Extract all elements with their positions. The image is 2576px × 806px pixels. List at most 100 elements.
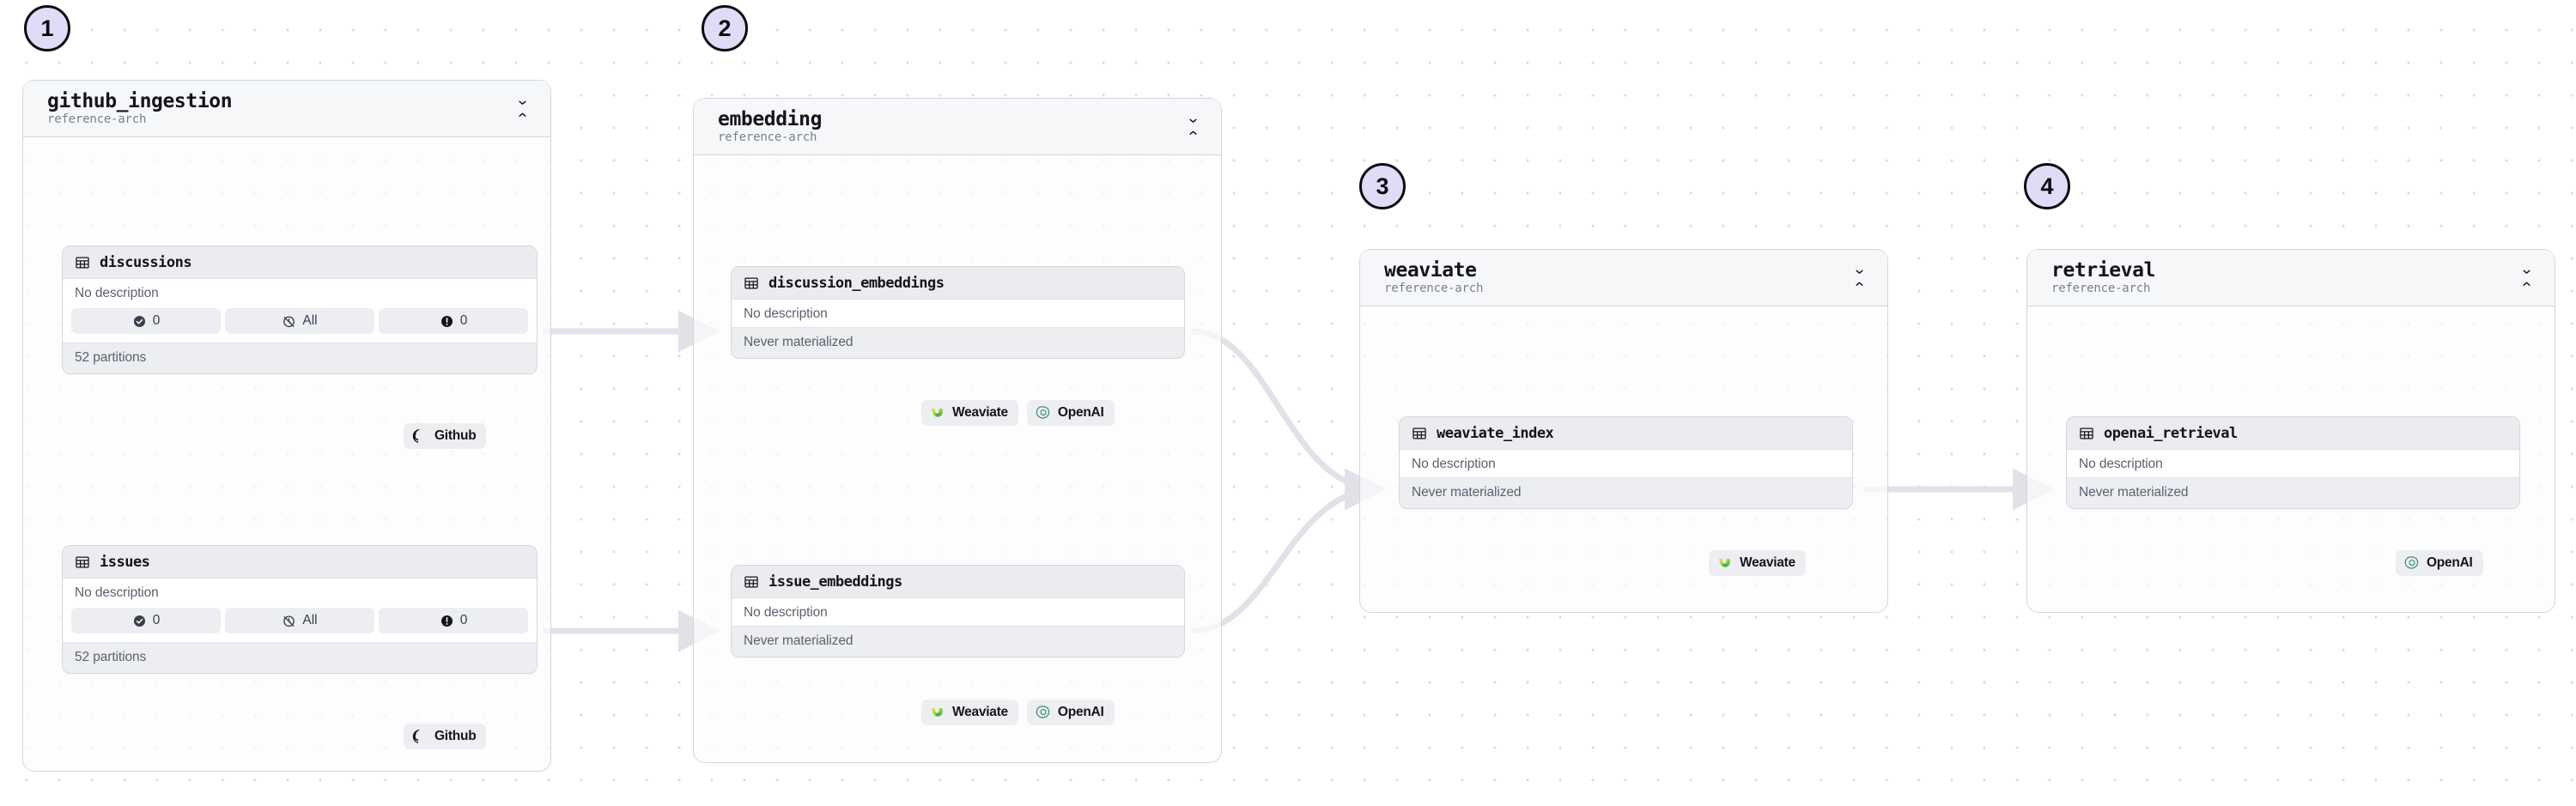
asset-header[interactable]: openai_retrieval (2067, 417, 2519, 450)
table-icon (76, 556, 89, 568)
github-icon (412, 428, 420, 443)
integration-tag-label: OpenAI (1057, 705, 1104, 719)
check-circle-icon (133, 615, 145, 627)
integration-tag-label: Weaviate (952, 705, 1008, 719)
asset-status-row: 0 All 0 (63, 306, 537, 342)
github-icon (412, 729, 420, 743)
openai-icon (2404, 556, 2419, 569)
asset-footer: Never materialized (732, 626, 1184, 657)
chevron-collapse-icon[interactable] (1850, 267, 1868, 289)
asset-footer: 52 partitions (63, 642, 537, 673)
group-subtitle: reference-arch (1384, 281, 1484, 295)
integration-tag-github[interactable]: Github (404, 724, 487, 749)
asset-footer: Never materialized (2067, 477, 2519, 508)
status-chip-label: All (302, 313, 318, 328)
step-badge-1: 1 (24, 5, 70, 52)
chevron-up-icon (518, 112, 526, 117)
asset-status-row: 0 All 0 (63, 606, 537, 642)
group-subtitle: reference-arch (47, 112, 147, 126)
chevron-collapse-icon[interactable] (1183, 116, 1202, 138)
group-name: retrieval (2051, 258, 2156, 282)
group-name: weaviate (1384, 258, 1477, 282)
asset-footer: Never materialized (732, 327, 1184, 358)
chevron-collapse-icon[interactable] (2517, 267, 2536, 289)
integration-tag-weaviate[interactable]: Weaviate (1709, 550, 1806, 576)
chevron-up-icon (1855, 282, 1863, 286)
status-chip-freshness-off[interactable]: All (225, 308, 374, 334)
group-name: embedding (718, 107, 823, 130)
status-chip-label: 0 (459, 313, 468, 328)
status-chip-check-circle[interactable]: 0 (71, 308, 221, 334)
step-badge-3: 3 (1359, 163, 1406, 209)
tag-row-discussion-embeddings-tags: Weaviate OpenAI (921, 400, 1115, 426)
integration-tag-openai[interactable]: OpenAI (2396, 550, 2483, 576)
status-chip-label: 0 (152, 613, 161, 627)
asset-description: No description (63, 279, 537, 306)
status-chip-alert-circle[interactable]: 0 (379, 308, 528, 334)
integration-tag-weaviate[interactable]: Weaviate (921, 400, 1018, 426)
asset-header[interactable]: issue_embeddings (732, 566, 1184, 598)
integration-tag-label: Weaviate (952, 405, 1008, 420)
freshness-off-icon (283, 315, 295, 327)
asset-description: No description (63, 579, 537, 606)
status-chip-check-circle[interactable]: 0 (71, 608, 221, 633)
weaviate-icon (931, 708, 943, 717)
asset-title: weaviate_index (1437, 425, 1554, 442)
table-icon (744, 576, 758, 588)
integration-tag-github[interactable]: Github (404, 423, 487, 449)
asset-header[interactable]: discussions (63, 246, 537, 279)
chevron-down-icon (1855, 270, 1863, 274)
group-subtitle: reference-arch (718, 130, 817, 144)
table-icon (2080, 427, 2093, 439)
integration-tag-openai[interactable]: OpenAI (1026, 700, 1115, 725)
status-chip-alert-circle[interactable]: 0 (379, 608, 528, 633)
chevron-down-icon (518, 100, 526, 105)
status-chip-label: 0 (152, 313, 161, 328)
chevron-collapse-icon[interactable] (513, 98, 532, 120)
integration-tag-openai[interactable]: OpenAI (1026, 400, 1115, 426)
integration-tag-label: OpenAI (2427, 555, 2473, 570)
alert-circle-icon (440, 315, 453, 327)
asset-description: No description (732, 300, 1184, 327)
status-chip-label: 0 (459, 613, 468, 627)
status-chip-freshness-off[interactable]: All (225, 608, 374, 633)
table-icon (76, 257, 89, 269)
integration-tag-label: OpenAI (1057, 405, 1104, 420)
asset-title: openai_retrieval (2104, 425, 2238, 442)
weaviate-icon (1718, 559, 1730, 567)
tag-row-issues-tags: Github (404, 724, 487, 749)
step-badge-2: 2 (702, 5, 748, 52)
group-body-embedding (694, 155, 1221, 764)
table-icon (1413, 427, 1426, 439)
integration-tag-weaviate[interactable]: Weaviate (921, 700, 1018, 725)
table-icon (744, 277, 758, 289)
asset-header[interactable]: issues (63, 546, 537, 579)
tag-row-openai-retrieval-tags: OpenAI (2396, 550, 2483, 576)
tag-row-weaviate-index-tags: Weaviate (1709, 550, 1806, 576)
asset-description: No description (732, 598, 1184, 626)
integration-tag-label: Github (434, 428, 477, 443)
openai-icon (1036, 706, 1050, 718)
asset-title: discussions (100, 254, 192, 271)
integration-tag-label: Github (434, 729, 477, 743)
asset-header[interactable]: weaviate_index (1400, 417, 1852, 450)
status-chip-label: All (302, 613, 318, 627)
asset-header[interactable]: discussion_embeddings (732, 267, 1184, 300)
chevron-up-icon (1188, 130, 1197, 135)
